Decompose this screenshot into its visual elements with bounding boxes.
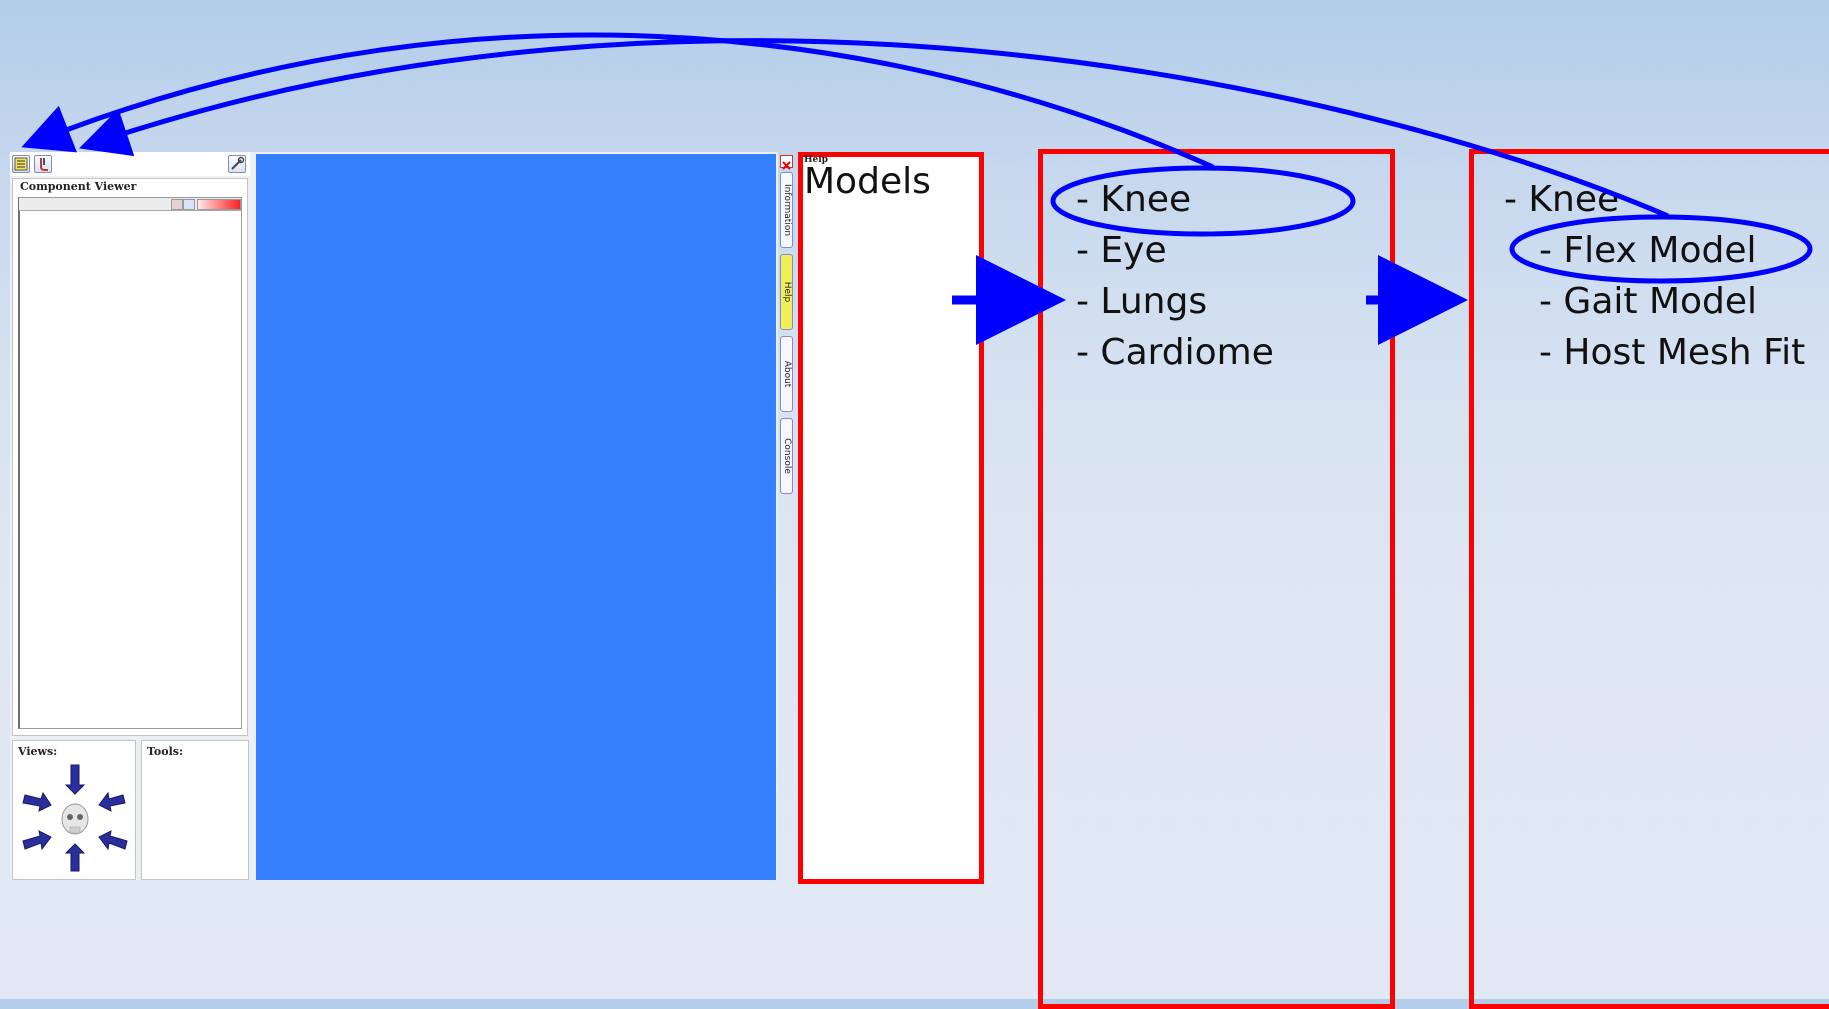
list1-item-cardiome[interactable]: - Cardiome bbox=[1076, 332, 1274, 373]
view-top-arrow-icon bbox=[64, 764, 86, 795]
list-panel-1: - Knee - Eye - Lungs - Cardiome bbox=[1038, 149, 1395, 1009]
application-window: Component Viewer Views: bbox=[10, 152, 778, 880]
tab-information[interactable]: Information bbox=[780, 172, 793, 248]
view-lower-left-arrow-icon bbox=[22, 830, 52, 851]
tab-console[interactable]: Console bbox=[780, 418, 793, 494]
models-panel: Help Models bbox=[798, 152, 984, 884]
visibility-icon[interactable] bbox=[171, 199, 183, 210]
component-viewer-title: Component Viewer bbox=[18, 180, 139, 193]
component-tree-header bbox=[19, 198, 241, 211]
model-view-button[interactable] bbox=[34, 155, 52, 173]
view-orientation-control[interactable] bbox=[17, 759, 133, 877]
list-icon bbox=[14, 157, 28, 171]
view-right-arrow-icon bbox=[98, 791, 126, 812]
list2-item-knee[interactable]: - Knee bbox=[1504, 179, 1620, 220]
tab-about[interactable]: About bbox=[780, 336, 793, 412]
3d-viewport[interactable] bbox=[256, 154, 776, 880]
list2-item-gait-model[interactable]: - Gait Model bbox=[1539, 281, 1758, 322]
models-title: Models bbox=[804, 161, 931, 202]
view-left-arrow-icon bbox=[22, 791, 52, 812]
eye-icon[interactable] bbox=[183, 199, 195, 210]
tools-panel: Tools: bbox=[141, 740, 249, 880]
skull-icon bbox=[61, 803, 89, 835]
views-title: Views: bbox=[18, 745, 58, 758]
component-tree[interactable] bbox=[18, 197, 242, 729]
view-bottom-arrow-icon bbox=[64, 843, 86, 872]
left-toolbar bbox=[10, 152, 250, 176]
list2-item-host-mesh-fit[interactable]: - Host Mesh Fit bbox=[1539, 332, 1806, 373]
view-lower-right-arrow-icon bbox=[98, 830, 128, 851]
views-panel: Views: bbox=[12, 740, 136, 880]
tab-help[interactable]: Help bbox=[780, 254, 793, 330]
list1-item-lungs[interactable]: - Lungs bbox=[1076, 281, 1208, 322]
component-list-button[interactable] bbox=[12, 155, 30, 173]
component-viewer-panel: Component Viewer bbox=[12, 178, 248, 736]
close-icon[interactable] bbox=[780, 155, 793, 170]
tools-icon bbox=[231, 156, 245, 170]
list1-item-knee[interactable]: - Knee bbox=[1076, 179, 1192, 220]
tools-title: Tools: bbox=[147, 745, 184, 758]
leg-model-icon bbox=[40, 158, 48, 171]
settings-tools-button[interactable] bbox=[228, 155, 246, 173]
list-panel-2: - Knee - Flex Model - Gait Model - Host … bbox=[1469, 149, 1829, 1009]
list1-item-eye[interactable]: - Eye bbox=[1076, 230, 1167, 271]
color-scale-icon[interactable] bbox=[197, 199, 241, 210]
list2-item-flex-model[interactable]: - Flex Model bbox=[1539, 230, 1757, 271]
curve-arrow-knee bbox=[21, 32, 1215, 170]
